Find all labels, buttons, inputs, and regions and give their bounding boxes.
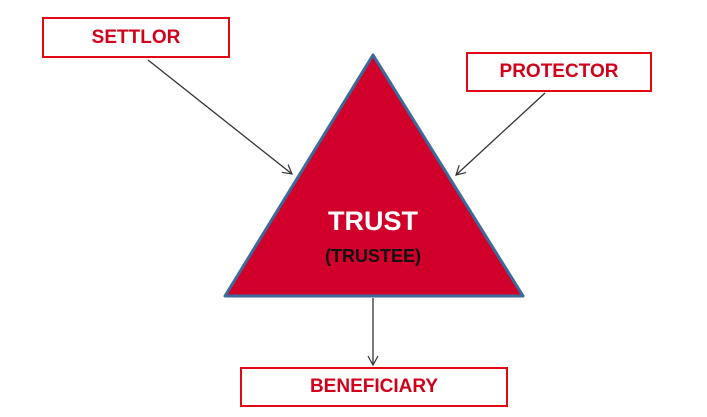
settlor-box: SETTLOR [42,17,230,58]
trust-label: TRUST [328,206,418,236]
trustee-label: (TRUSTEE) [325,246,421,266]
beneficiary-box: BENEFICIARY [240,367,508,407]
settlor-arrow [147,59,293,175]
trust-triangle [223,53,525,298]
protector-box: PROTECTOR [466,52,652,92]
protector-arrow [455,92,546,176]
